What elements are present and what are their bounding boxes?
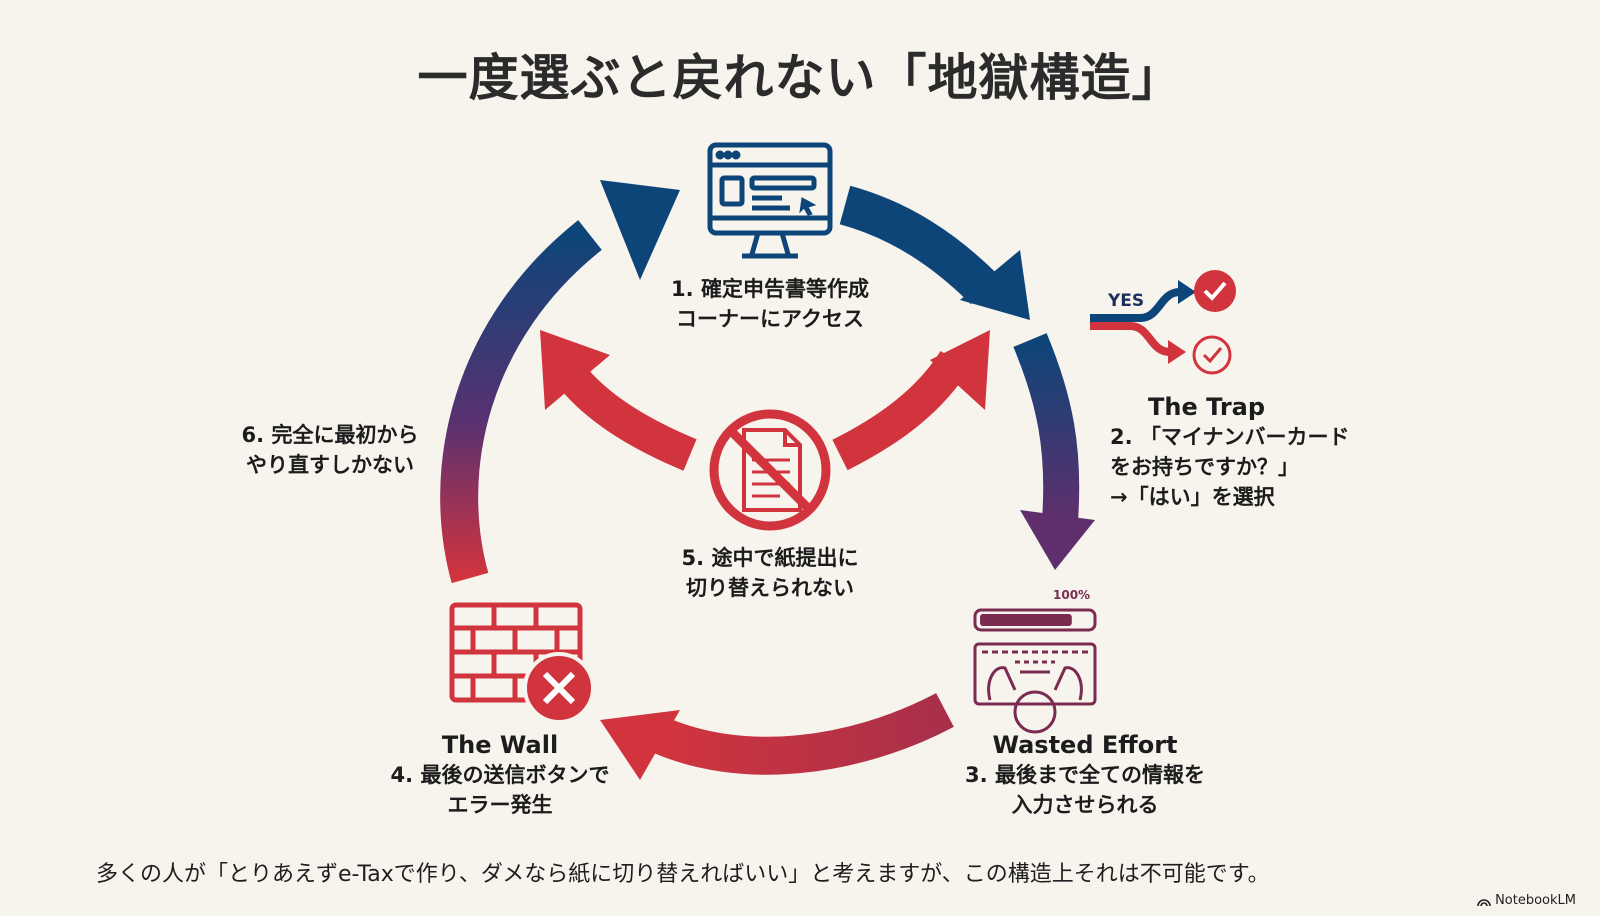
step-4-label: The Wall 4. 最後の送信ボタンで エラー発生 [360,730,640,820]
step-6-line-2: やり直すしかない [246,453,414,477]
brand-name: NotebookLM [1495,893,1576,908]
keyboard-typing-icon [973,608,1097,734]
step-5-line-1: 5. 途中で紙提出に [681,546,859,570]
step-4-heading: The Wall [441,731,559,759]
step-2-heading: The Trap [1148,393,1266,421]
inner-arrow-left [540,330,697,471]
step-3-heading: Wasted Effort [992,731,1178,759]
step-1-line-1: 1. 確定申告書等作成 [671,277,869,301]
step-2-label: The Trap 2. 「マイナンバーカード をお持ちですか？」 →「はい」を選… [1110,392,1390,512]
arrow-2-to-3 [1013,333,1095,570]
progress-bar-fill [980,614,1072,626]
step-5-label: 5. 途中で紙提出に 切り替えられない [640,543,900,603]
step-4-line-1: 4. 最後の送信ボタンで [390,763,610,787]
footer-caption: 多くの人が「とりあえずe-Taxで作り、ダメなら紙に切り替えればいい」と考えます… [96,862,1270,887]
step-3-line-2: 入力させられる [1011,793,1159,817]
brand-watermark: NotebookLM [1477,893,1576,908]
notebooklm-logo-icon [1477,898,1491,906]
progress-label: 100% [1053,588,1091,602]
step-3-label: Wasted Effort 3. 最後まで全ての情報を 入力させられる [940,730,1230,820]
step-2-line-1: 2. 「マイナンバーカード [1110,425,1350,449]
inner-arrow-right [832,330,990,471]
step-6-line-1: 6. 完全に最初から [241,423,419,447]
arrow-6-to-1 [440,180,680,584]
step-3-line-1: 3. 最後まで全ての情報を [965,763,1205,787]
step-2-line-3: →「はい」を選択 [1110,485,1275,509]
step-5-line-2: 切り替えられない [686,576,854,600]
step-2-line-2: をお持ちですか？」 [1110,455,1299,479]
no-paper-icon [709,409,831,531]
yes-badge: YES [1108,291,1145,311]
arrow-3-to-4 [600,693,954,780]
step-1-line-2: コーナーにアクセス [676,307,864,331]
yes-branch-icon [1090,270,1236,375]
step-1-label: 1. 確定申告書等作成 コーナーにアクセス [640,274,900,334]
computer-monitor-icon [707,142,833,259]
arrow-1-to-2 [839,185,1030,320]
step-4-line-2: エラー発生 [447,793,553,817]
step-6-label: 6. 完全に最初から やり直すしかない [220,420,440,480]
brick-wall-error-icon [449,602,595,724]
page-title: 一度選ぶと戻れない「地獄構造」 [417,49,1183,107]
